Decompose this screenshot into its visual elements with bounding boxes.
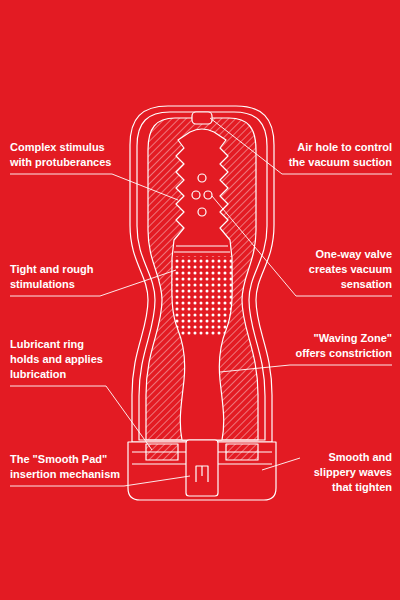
- texture-dots: [170, 256, 236, 336]
- outer-shell: [130, 106, 274, 442]
- callout-label: "Waving Zone" offers constriction: [288, 331, 392, 361]
- leader-line: [10, 174, 178, 200]
- smooth-pad: [186, 440, 218, 496]
- valve: [192, 112, 212, 124]
- air-hole: [204, 191, 212, 199]
- ridge: [174, 251, 230, 252]
- lubricant-ring: [226, 444, 258, 460]
- air-hole: [192, 191, 200, 199]
- inner-shell: [137, 112, 267, 440]
- leader-line: [262, 458, 300, 470]
- pad-slit: [196, 466, 208, 482]
- air-hole: [198, 208, 206, 216]
- lubricant-ring: [146, 444, 178, 460]
- leader-line: [210, 118, 392, 174]
- callout-label: Air hole to control the vacuum suction: [280, 140, 392, 170]
- callout-label: Smooth and slippery waves that tighten: [304, 450, 392, 495]
- ridge: [176, 245, 228, 246]
- leader-line: [10, 386, 152, 450]
- sleeve: [146, 118, 258, 440]
- callout-label: Lubricant ring holds and applies lubrica…: [10, 337, 110, 382]
- callout-label: Complex stimulus with protuberances: [10, 140, 118, 170]
- leader-line: [220, 365, 392, 372]
- callout-label: Tight and rough stimulations: [10, 262, 110, 292]
- air-hole: [198, 174, 206, 182]
- callout-label: One-way valve creates vacuum sensation: [300, 247, 392, 292]
- leader-line: [212, 196, 392, 296]
- callout-label: The "Smooth Pad" insertion mechanism: [10, 452, 126, 482]
